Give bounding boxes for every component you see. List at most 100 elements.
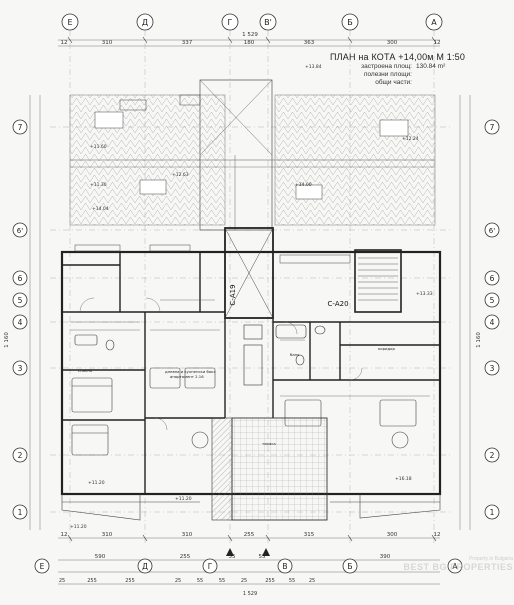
axis-label: 4	[18, 318, 23, 327]
axis-bubble-b-bottom: Б	[342, 558, 358, 574]
axis-label: В	[282, 562, 287, 571]
area-value: 130.84 m²	[416, 63, 446, 70]
dimension: 315	[304, 532, 315, 538]
section-arrow-icon	[226, 548, 270, 556]
axis-bubble-d-bottom: Д	[137, 558, 153, 574]
section-label: С-А19	[229, 284, 237, 305]
dimension: 310	[182, 532, 193, 538]
roof-area	[69, 79, 436, 231]
dimension-total: 1 529	[243, 591, 257, 597]
dimension: 55	[259, 554, 266, 560]
dimensions-bottom-2: 590 255 55 55 390	[95, 554, 391, 560]
level-marks: +13.84 +12.63 +11.60 +11.30 +14.04 +12.2…	[70, 64, 433, 530]
watermark-logo: Property in Bulgaria BEST BG PROPERTIES	[395, 556, 513, 596]
axis-bubble-g-bottom: Г	[202, 558, 218, 574]
dimension: 337	[182, 40, 193, 46]
dimension: 255	[125, 578, 135, 584]
detail-lines	[70, 297, 430, 431]
level-mark: +16.18	[395, 476, 412, 482]
level-mark: +14.00	[295, 182, 312, 188]
plan-title: ПЛАН на КОТА +14,00м М 1:50	[330, 52, 466, 62]
dimension: 25	[241, 578, 247, 584]
axis-label: А	[452, 562, 458, 571]
dimension-total-left: 1 160	[4, 332, 10, 348]
level-mark: +12.63	[172, 172, 189, 178]
axis-bubble-g-top: Г	[221, 13, 239, 31]
area-label: застроена площ:	[361, 63, 412, 70]
axis-bubble-v-bottom: В	[277, 558, 293, 574]
dimension: 255	[87, 578, 97, 584]
section-label: С-А20	[327, 300, 348, 308]
dimension: 590	[95, 554, 106, 560]
level-mark: +11.60	[90, 144, 107, 150]
room-captions: дневна и кухненски бокс апартамент 2.16 …	[78, 346, 395, 446]
dimension: 55	[219, 578, 225, 584]
room-caption: спалня	[78, 368, 92, 373]
dimension: 12	[61, 40, 68, 46]
dimension: 55	[229, 554, 236, 560]
area-label: полезни площи:	[363, 71, 412, 78]
axis-bubble-a-top: А	[425, 13, 443, 31]
axis-label: 3	[490, 364, 495, 373]
dimension-frame	[29, 39, 471, 585]
axis-bubbles-right: 7 6' 6 5 4 3 2 1	[484, 119, 500, 520]
dimension-ticks	[67, 36, 437, 542]
dimension: 363	[304, 40, 315, 46]
dimension-total-right: 1 160	[476, 332, 482, 348]
axis-bubble-d-top: Д	[136, 13, 154, 31]
balcony-outline	[61, 494, 441, 521]
axis-label: 3	[18, 364, 23, 373]
dimension: 255	[265, 578, 275, 584]
axis-label: Е	[40, 562, 45, 571]
dimension: 300	[387, 40, 398, 46]
axis-label: 4	[490, 318, 495, 327]
dimensions-bottom-1: 12 310 310 255 315 300 12	[61, 532, 441, 538]
dimension-total: 1 529	[242, 32, 258, 38]
axis-label: 6	[18, 274, 23, 283]
area-row: общи части:	[330, 79, 510, 86]
axis-bubbles-top: Е Д Г В' Б А	[61, 13, 443, 31]
dimension: 12	[61, 532, 68, 538]
axis-label: 1	[490, 508, 495, 517]
axis-label: 7	[18, 123, 23, 132]
interior-walls	[62, 252, 440, 494]
title-block: ПЛАН на КОТА +14,00м М 1:50 застроена пл…	[330, 52, 510, 86]
dimension: 25	[309, 578, 315, 584]
dimension: 25	[59, 578, 65, 584]
watermark-subtitle: Property in Bulgaria	[469, 556, 513, 562]
room-caption: тераса	[262, 441, 276, 446]
level-mark: +11.20	[70, 524, 87, 530]
axis-label: 5	[18, 296, 23, 305]
axis-label: 6'	[489, 227, 495, 235]
axis-label: 1	[18, 508, 23, 517]
section-markers: С-А19 С-А20	[229, 284, 349, 308]
room-caption: апартамент 2.16	[170, 374, 204, 379]
axis-label: Б	[347, 18, 353, 27]
terrace-tiles	[211, 417, 328, 521]
area-label: общи части:	[375, 79, 412, 86]
level-mark: +12.24	[402, 136, 419, 142]
room-caption: дневна и кухненски бокс	[165, 369, 216, 374]
dimensions-top: 1 529 12 310 337 180 363 300 12	[61, 32, 441, 46]
axis-label: 2	[18, 451, 23, 460]
level-mark: +11.20	[175, 496, 192, 502]
dimension: 310	[102, 532, 113, 538]
room-caption: баня	[290, 352, 299, 357]
dimension: 255	[180, 554, 191, 560]
dimension: 12	[434, 532, 441, 538]
dimension: 180	[244, 40, 255, 46]
area-row: полезни площи:	[330, 71, 510, 78]
bathroom-fixtures	[74, 324, 326, 386]
dimension: 55	[197, 578, 203, 584]
level-mark: +11.20	[88, 480, 105, 486]
level-mark: +11.30	[90, 182, 107, 188]
axis-bubble-a-bottom: А	[447, 558, 463, 574]
dimension: 300	[387, 532, 398, 538]
room-caption: коридор	[378, 346, 395, 351]
dimension: 390	[380, 554, 391, 560]
dimension: 310	[102, 40, 113, 46]
axis-label: В'	[264, 18, 272, 27]
axis-label: Г	[208, 562, 213, 571]
